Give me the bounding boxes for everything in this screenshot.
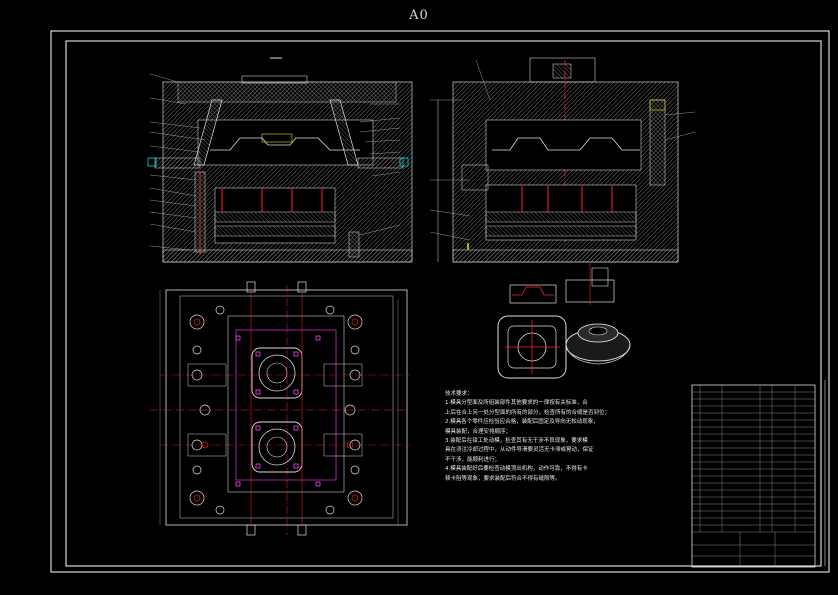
notes-line: 模具装配，合理安排顺序；	[445, 428, 512, 435]
notes-line: 上后在合上另一处分型面的所有的部分，检查所有的合缝是否到位；	[445, 409, 611, 416]
inner-border	[65, 40, 822, 567]
notes-line: 1.模具分型面及所组装部件其他要求的一律按有关标准，合	[445, 400, 588, 407]
section-view-left	[147, 57, 413, 263]
section-view-right	[429, 57, 696, 263]
plan-view	[150, 281, 410, 536]
notes-line: 不干涉，能顺利进行；	[445, 456, 501, 463]
notes-line: 3.装配后在钳工处动模，检查其有无干涉不良现象，要求模	[445, 438, 588, 445]
sheet-size-label: A0	[409, 8, 429, 23]
notes-line: 4.模具装配好后要检查动模顶出机构，动作可靠，不得有卡	[445, 466, 588, 473]
outer-border	[50, 30, 830, 573]
title-block	[691, 380, 826, 568]
part-detail-views	[497, 262, 631, 379]
notes-line: 2.模具各个零件应检验应合格，装配后固定及导向无松动现象，	[445, 419, 599, 426]
notes-line: 顿卡阻等现象，要求装配后符合不得有缝隙等。	[445, 475, 561, 482]
notes-line: 具在浇注冷却过程中，从动件导滑要灵活无卡滞或晃动，保证	[445, 447, 594, 454]
notes-heading: 技术要求：	[445, 391, 473, 397]
technical-notes: 技术要求： 1.模具分型面及所组装部件其他要求的一律按有关标准，合 上后在合上另…	[445, 390, 685, 484]
